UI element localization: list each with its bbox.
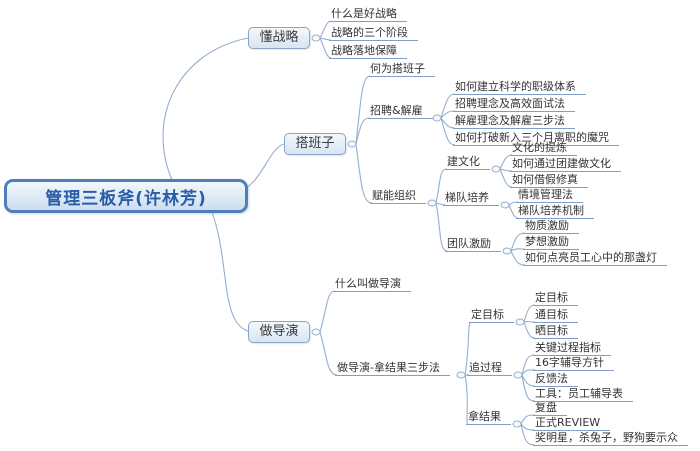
- subtopic[interactable]: 如何借假修真: [510, 173, 588, 188]
- main-topic-directing[interactable]: 做导演: [248, 321, 310, 343]
- subtopic[interactable]: 奖明星，杀兔子，野狗要示众: [533, 431, 688, 446]
- collapse-toggle[interactable]: [500, 201, 510, 209]
- subtopic[interactable]: 通目标: [533, 308, 578, 323]
- subtopic[interactable]: 复盘: [533, 401, 567, 416]
- collapse-toggle[interactable]: [311, 34, 321, 42]
- subtopic[interactable]: 文化的提炼: [510, 141, 577, 156]
- collapse-toggle[interactable]: [513, 371, 523, 379]
- subtopic[interactable]: 什么是好战略: [329, 7, 407, 22]
- main-topic-team-building[interactable]: 搭班子: [284, 133, 346, 155]
- root-topic[interactable]: 管理三板斧(许林芳): [4, 179, 248, 213]
- collapse-toggle[interactable]: [502, 247, 512, 255]
- collapse-toggle[interactable]: [432, 114, 442, 122]
- subtopic[interactable]: 战略落地保障: [329, 44, 407, 59]
- subtopic[interactable]: 梯队培养机制: [516, 204, 594, 219]
- subtopic[interactable]: 招聘理念及高效面试法: [453, 97, 575, 112]
- subtopic[interactable]: 追过程: [467, 361, 512, 376]
- subtopic[interactable]: 如何打破新入三个月离职的魔咒: [453, 131, 619, 146]
- subtopic[interactable]: 关键过程指标: [533, 341, 611, 356]
- subtopic[interactable]: 反馈法: [533, 372, 578, 387]
- collapse-toggle[interactable]: [512, 420, 522, 428]
- subtopic[interactable]: 招聘&解雇: [368, 104, 433, 119]
- collapse-toggle[interactable]: [347, 140, 357, 148]
- subtopic[interactable]: 梯队培养: [443, 191, 499, 206]
- subtopic[interactable]: 工具：员工辅导表: [533, 387, 633, 402]
- subtopic[interactable]: 拿结果: [466, 410, 511, 425]
- collapse-toggle[interactable]: [491, 165, 501, 173]
- subtopic[interactable]: 16字辅导方针: [533, 356, 614, 371]
- subtopic[interactable]: 什么叫做导演: [333, 277, 411, 292]
- subtopic[interactable]: 战略的三个阶段: [329, 26, 418, 41]
- subtopic[interactable]: 如何建立科学的职级体系: [453, 80, 586, 95]
- subtopic[interactable]: 物质激励: [523, 219, 579, 234]
- main-topic-strategy[interactable]: 懂战略: [248, 27, 310, 49]
- subtopic[interactable]: 做导演-拿结果三步法: [335, 361, 450, 376]
- subtopic[interactable]: 情境管理法: [516, 188, 583, 203]
- collapse-toggle[interactable]: [456, 371, 466, 379]
- subtopic[interactable]: 团队激励: [445, 237, 501, 252]
- subtopic[interactable]: 定目标: [469, 308, 514, 323]
- subtopic[interactable]: 解雇理念及解雇三步法: [453, 114, 575, 129]
- collapse-toggle[interactable]: [311, 328, 321, 336]
- subtopic[interactable]: 建文化: [445, 155, 490, 170]
- subtopic[interactable]: 定目标: [533, 291, 578, 306]
- collapse-toggle[interactable]: [427, 199, 437, 207]
- subtopic[interactable]: 如何点亮员工心中的那盏灯: [523, 251, 667, 266]
- subtopic[interactable]: 晒目标: [533, 324, 578, 339]
- subtopic[interactable]: 赋能组织: [370, 189, 426, 204]
- collapse-toggle[interactable]: [515, 318, 525, 326]
- subtopic[interactable]: 梦想激励: [523, 235, 579, 250]
- subtopic[interactable]: 何为搭班子: [368, 62, 435, 77]
- subtopic[interactable]: 如何通过团建做文化: [510, 157, 621, 172]
- subtopic[interactable]: 正式REVIEW: [533, 416, 611, 431]
